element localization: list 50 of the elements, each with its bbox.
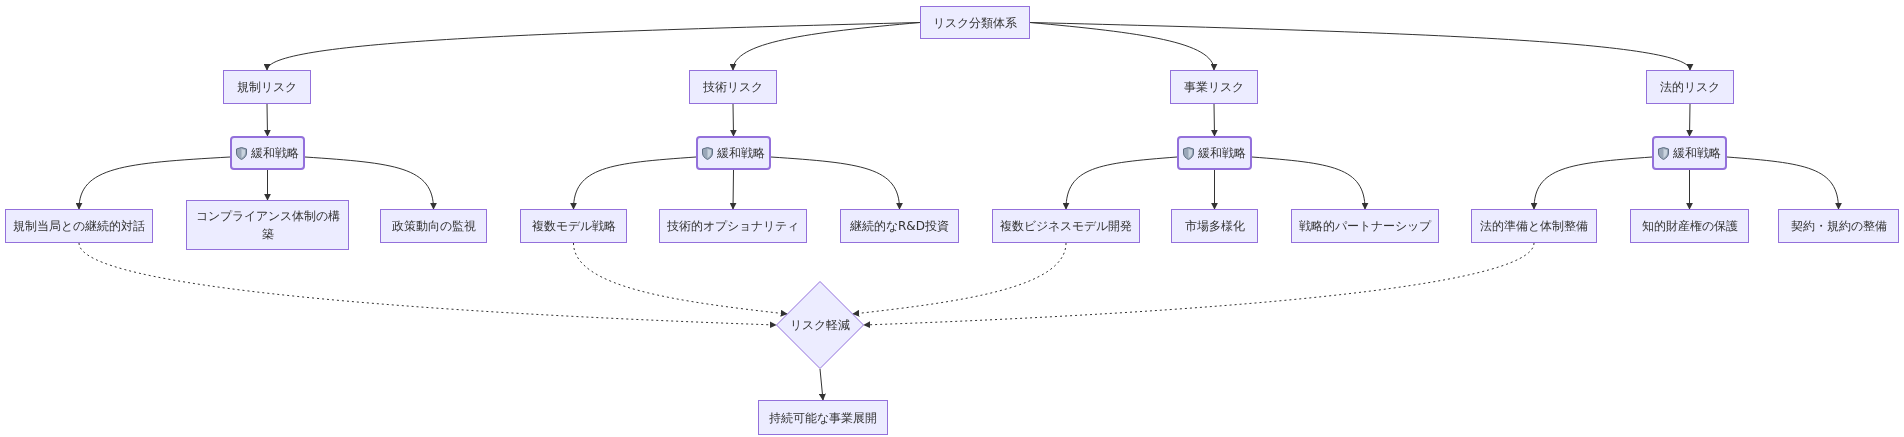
strategy-box [1652,136,1727,170]
process-box: 市場多様化 [1171,209,1258,243]
arrow [1726,156,1842,210]
strategy-label: 緩和戦略 [1198,145,1246,162]
process-box: 政策動向の監視 [380,209,487,243]
arrow [1029,22,1691,71]
arrow [731,22,921,71]
arrow [570,156,697,210]
process-box: 知的財産権の保護 [1630,209,1749,243]
process-box: 持続可能な事業展開 [758,400,888,435]
arrow [729,169,737,210]
process-box: 規制当局との継続的対話 [5,209,153,243]
process-box: リスク分類体系 [920,6,1030,39]
arrow [1686,169,1693,210]
arrow [1062,156,1178,210]
process-box: 規制リスク [223,70,311,104]
arrow [1251,156,1369,210]
process-box: 技術リスク [689,70,777,104]
decision-diamond: リスク軽減 [776,281,864,369]
process-box: コンプライアンス体制の構築 [186,200,349,250]
arrow [264,169,271,201]
process-box: 継続的なR&D投資 [840,209,959,243]
arrow [770,156,903,210]
arrow [1531,156,1653,210]
strategy-box [1177,136,1252,170]
dotted-arrow [78,242,777,329]
strategy-box [230,136,305,170]
arrow [729,103,737,137]
dotted-arrow [573,242,788,317]
strategy-label: 緩和戦略 [251,145,299,162]
strategy-label: 緩和戦略 [1673,145,1721,162]
arrow [1686,103,1694,137]
process-box: 技術的オプショナリティ [659,209,807,243]
arrow [818,368,826,401]
process-box: 複数ビジネスモデル開発 [992,209,1140,243]
process-box: 法的リスク [1646,70,1734,104]
arrow [76,156,231,210]
arrow [304,156,437,210]
arrow [1211,169,1218,210]
process-box: 法的準備と体制整備 [1471,209,1597,243]
process-box: 事業リスク [1170,70,1258,104]
strategy-box [696,136,771,170]
arrow [263,103,271,137]
strategy-label: 緩和戦略 [717,145,765,162]
process-box: 戦略的パートナーシップ [1291,209,1439,243]
dotted-arrow [852,242,1067,317]
process-box: 契約・規約の整備 [1778,209,1899,243]
arrow [1210,103,1218,137]
dotted-arrow [863,242,1535,329]
process-box: 複数モデル戦略 [520,209,627,243]
